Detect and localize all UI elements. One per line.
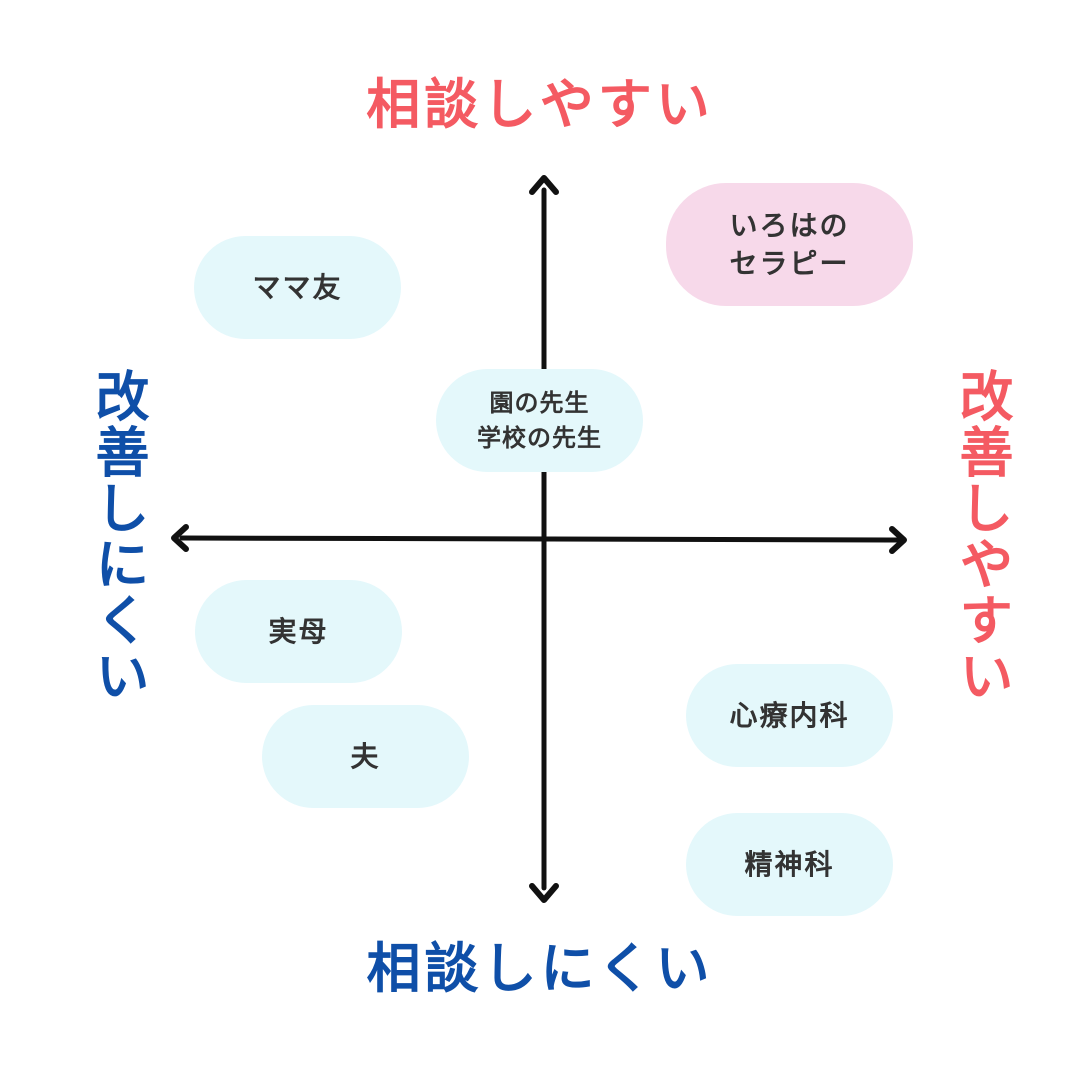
item-seishinka: 精神科 [686, 813, 893, 916]
arrow-up-icon [529, 175, 559, 195]
item-otto: 夫 [262, 705, 469, 808]
label-easy-to-improve: 改善しやすい [950, 368, 1013, 704]
horizontal-axis [179, 535, 901, 543]
label-hard-to-improve: 改善しにくい [86, 368, 149, 704]
arrow-down-icon [529, 883, 559, 903]
item-mama-tomo: ママ友 [194, 236, 401, 339]
item-irohano-therapy: いろはの セラピー [666, 183, 913, 306]
item-shinryonaika: 心療内科 [686, 664, 893, 767]
item-jitsubo: 実母 [195, 580, 402, 683]
item-teachers: 園の先生 学校の先生 [436, 369, 643, 472]
arrow-right-icon [889, 526, 907, 554]
label-easy-to-consult: 相談しやすい [366, 73, 714, 136]
label-hard-to-consult: 相談しにくい [366, 937, 714, 1000]
arrow-left-icon [171, 524, 189, 552]
